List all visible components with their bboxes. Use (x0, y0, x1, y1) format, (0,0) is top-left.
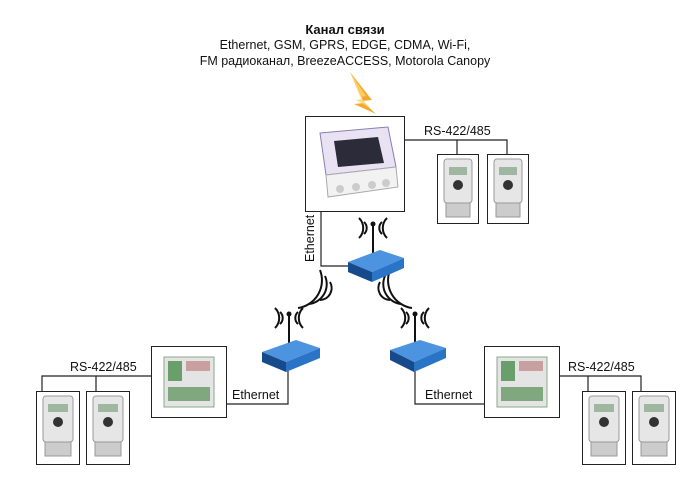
meter-left-2 (86, 391, 130, 465)
wireless-router-icon (390, 340, 446, 372)
enclosure-box (305, 116, 405, 212)
ethernet-label-right: Ethernet (425, 388, 473, 402)
channel-list-line1: Ethernet, GSM, GPRS, EDGE, CDMA, Wi-Fi, (219, 38, 471, 52)
rs485-label-left: RS-422/485 (70, 360, 137, 374)
electricity-meter-icon (443, 158, 473, 218)
antennas (288, 224, 416, 346)
electricity-meter-icon (92, 395, 124, 457)
wireless-router-icon (262, 340, 320, 372)
channel-title: Канал связи (305, 22, 385, 37)
channel-list-line2: FM радиоканал, BreezeACCESS, Motorola Ca… (199, 54, 491, 68)
enclosure-icon (319, 126, 399, 198)
electricity-meter-icon (638, 395, 670, 457)
ethernet-label-left: Ethernet (232, 388, 280, 402)
controller-module-icon (496, 356, 548, 408)
ethernet-label-vertical: Ethernet (303, 214, 317, 262)
electricity-meter-icon (493, 158, 523, 218)
meter-top-1 (437, 154, 479, 224)
lightning-icon (350, 72, 376, 114)
controller-right (484, 346, 560, 418)
meter-left-1 (36, 391, 80, 465)
connection-lines (41, 139, 642, 405)
electricity-meter-icon (42, 395, 74, 457)
meter-right-2 (632, 391, 676, 465)
controller-module-icon (163, 356, 215, 408)
rs485-label-right: RS-422/485 (568, 360, 635, 374)
electricity-meter-icon (588, 395, 620, 457)
meter-right-1 (582, 391, 626, 465)
rs485-label-top: RS-422/485 (424, 124, 491, 138)
controller-left (151, 346, 227, 418)
wifi-waves-icon (274, 217, 430, 329)
meter-top-2 (487, 154, 529, 224)
wireless-router-icon (348, 250, 404, 282)
